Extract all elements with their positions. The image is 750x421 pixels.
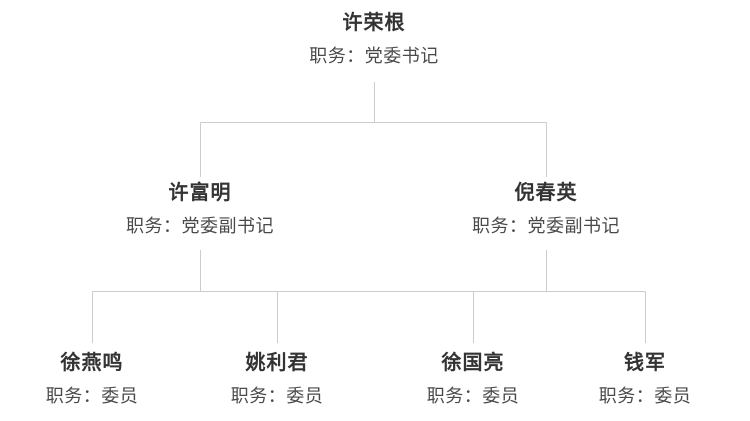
org-node-root[interactable]: 许荣根 职务：党委书记 [309,10,439,68]
node-title: 职务：委员 [45,386,139,406]
node-title: 职务：委员 [230,386,324,406]
org-node-deputy-1[interactable]: 许富明 职务：党委副书记 [126,180,274,238]
org-node-member-2[interactable]: 姚利君 职务：委员 [231,350,324,408]
node-name: 许富明 [168,182,232,204]
node-name: 徐国亮 [441,352,505,374]
node-title: 职务：委员 [426,386,520,406]
org-node-member-3[interactable]: 徐国亮 职务：委员 [427,350,520,408]
node-name: 钱军 [624,352,666,374]
node-title: 职务：委员 [598,386,692,406]
org-node-member-4[interactable]: 钱军 职务：委员 [599,350,692,408]
node-name: 许荣根 [342,12,406,34]
node-name: 姚利君 [245,352,309,374]
node-name: 倪春英 [514,182,578,204]
node-title: 职务：党委书记 [309,46,439,66]
node-title: 职务：党委副书记 [472,216,620,236]
org-node-deputy-2[interactable]: 倪春英 职务：党委副书记 [472,180,620,238]
node-name: 徐燕鸣 [60,352,124,374]
node-title: 职务：党委副书记 [126,216,274,236]
org-node-member-1[interactable]: 徐燕鸣 职务：委员 [46,350,139,408]
